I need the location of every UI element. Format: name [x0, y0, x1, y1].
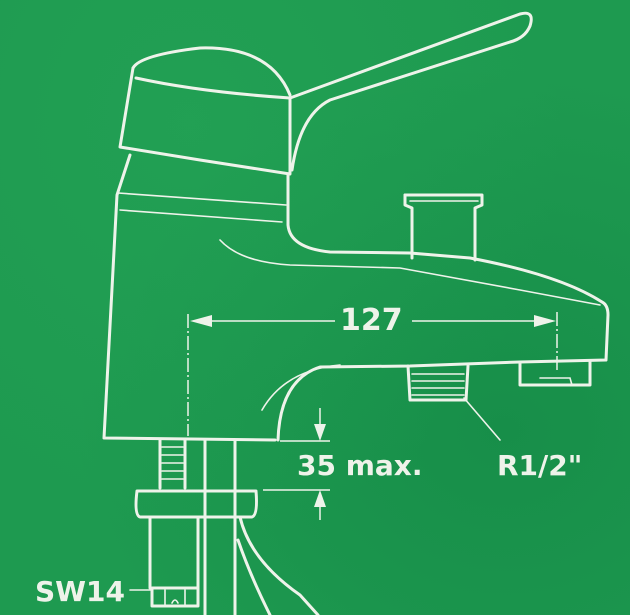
dimension-label-clearance: 35 max. [297, 449, 423, 482]
mounting-assembly [134, 438, 320, 615]
dimension-127 [187, 312, 558, 436]
spout [261, 251, 610, 442]
mixer-body [102, 153, 601, 442]
outlet-thread [406, 364, 501, 441]
dimension-label-spout-reach: 127 [340, 303, 403, 338]
diverter-knob [403, 193, 484, 262]
lever-handle [118, 11, 533, 176]
dimension-label-nut-size: SW14 [35, 575, 126, 608]
dimension-label-thread: R1/2" [497, 449, 583, 482]
dimension-35 [263, 408, 330, 520]
